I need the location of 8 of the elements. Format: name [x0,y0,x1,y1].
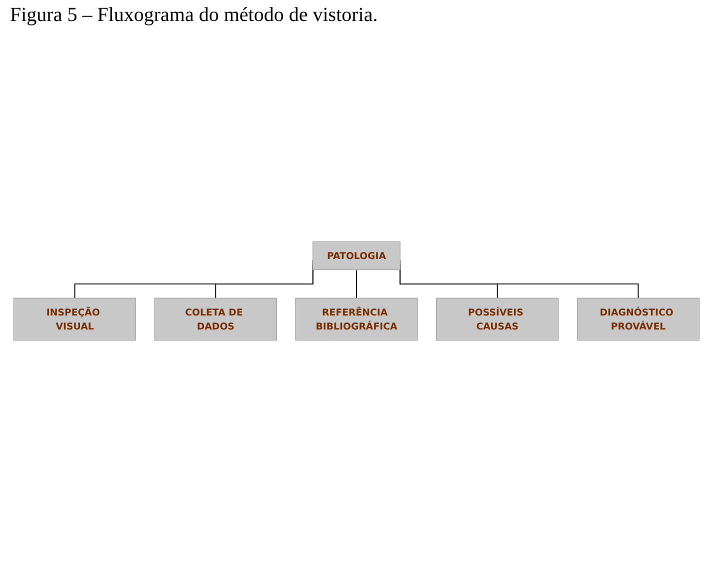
connector [356,269,357,299]
node-box: POSSÍVEIS CAUSAS [436,298,559,341]
node-box: REFERÊNCIA BIBLIOGRÁFICA [295,298,418,341]
node-box: COLETA DE DADOS [154,298,277,341]
node-box: PATOLOGIA [312,241,400,270]
node-box: DIAGNÓSTICO PROVÁVEL [576,298,700,341]
node-box: INSPEÇÃO VISUAL [14,298,136,341]
figure-title: Figura 5 – Fluxograma do método de vistoria. [10,4,379,27]
